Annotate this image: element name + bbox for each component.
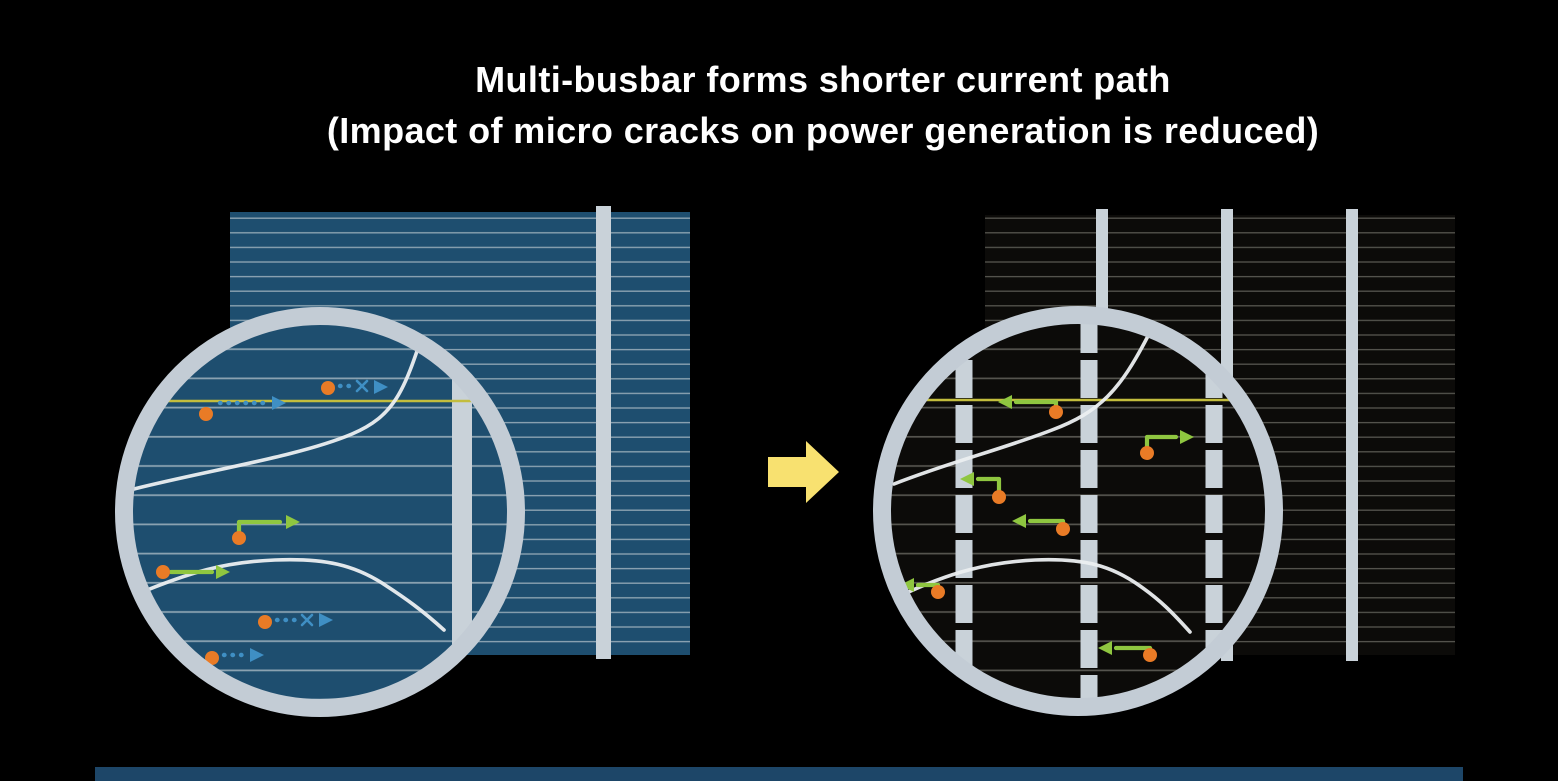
electron-dot: [232, 531, 246, 545]
multi-busbar-3: [1346, 209, 1358, 661]
conventional-busbar: [596, 206, 611, 659]
short-current-path-4: [1012, 514, 1070, 536]
arrowhead-left-icon: [900, 578, 914, 592]
right-magnifier: [873, 306, 1283, 716]
arrowhead-right-icon: [216, 565, 230, 579]
electron-dot: [199, 407, 213, 421]
electron-dot: [931, 585, 945, 599]
right-magnifier-interior: [890, 323, 1266, 699]
long-current-path-1: [199, 396, 286, 421]
arrowhead-left-icon: [1098, 641, 1112, 655]
green-current-path-2: [156, 565, 230, 579]
short-current-path-3: [960, 472, 1006, 504]
arrowhead-left-icon: [1012, 514, 1026, 528]
arrowhead-left-icon: [998, 395, 1012, 409]
electron-dot: [156, 565, 170, 579]
short-current-path-2: [1140, 430, 1194, 460]
arrowhead-right-icon: [286, 515, 300, 529]
electron-dot: [321, 381, 335, 395]
arrowhead-right-icon: [1180, 430, 1194, 444]
right-arrow-icon: [768, 441, 839, 503]
arrowhead-left-icon: [960, 472, 974, 486]
title-line-2: (Impact of micro cracks on power generat…: [326, 110, 1320, 151]
diagram-title: Multi-busbar forms shorter current path …: [44, 54, 1558, 156]
bottom-section-strip: [95, 767, 1463, 781]
green-current-path-1: [232, 515, 300, 545]
electron-dot: [992, 490, 1006, 504]
electron-dot: [1056, 522, 1070, 536]
long-current-path-2: [205, 648, 264, 665]
short-current-path-1: [998, 395, 1063, 419]
right-magnifier-ring: [873, 306, 1283, 716]
left-magnified-busbar: [452, 324, 472, 700]
left-magnified-surface: [132, 324, 508, 700]
short-current-path-5: [900, 578, 945, 599]
arrowhead-right-icon: [374, 380, 388, 394]
left-magnifier-ring: [115, 307, 525, 717]
left-magnifier: [115, 307, 525, 717]
blocked-x-icon: [300, 613, 314, 627]
title-line-1: Multi-busbar forms shorter current path: [475, 59, 1171, 100]
electron-dot: [205, 651, 219, 665]
blocked-x-icon: [355, 379, 369, 393]
short-current-path-6: [1098, 641, 1157, 662]
arrowhead-right-icon: [319, 613, 333, 627]
left-magnifier-interior: [132, 324, 508, 700]
micro-crack-line: [132, 328, 426, 491]
electron-dot: [1143, 648, 1157, 662]
arrowhead-right-icon: [272, 396, 286, 410]
micro-crack-line: [898, 557, 1192, 634]
electron-dot: [258, 615, 272, 629]
micro-crack-line: [892, 334, 1150, 486]
arrowhead-right-icon: [250, 648, 264, 662]
electron-dot: [1049, 405, 1063, 419]
blocked-current-path: [321, 379, 388, 395]
electron-dot: [1140, 446, 1154, 460]
right-magnified-surface: [890, 323, 1266, 699]
blocked-current-path-2: [258, 613, 333, 629]
